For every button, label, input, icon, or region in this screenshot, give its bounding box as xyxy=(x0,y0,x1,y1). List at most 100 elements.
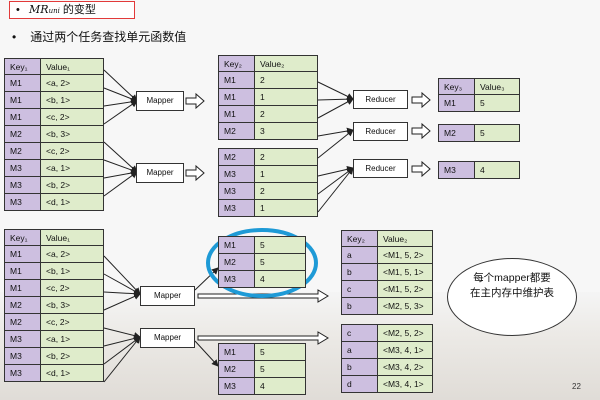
table-row: M3<a, 1> xyxy=(4,330,104,348)
header-key: Key₂ xyxy=(218,55,255,72)
note-line-2: 在主内存中维护表 xyxy=(470,287,554,299)
key-cell: M1 xyxy=(4,262,41,280)
key-cell: M3 xyxy=(438,161,475,179)
table-row: a<M1, 5, 2> xyxy=(341,246,433,264)
bullet-dot: • xyxy=(12,30,17,44)
slide-title-box: • MRuni 的变型 xyxy=(9,1,135,19)
key-cell: M1 xyxy=(218,105,255,123)
value-cell: <d, 1> xyxy=(40,193,104,211)
value-cell: 1 xyxy=(254,199,318,217)
header-value: Value₁ xyxy=(40,58,104,75)
key-cell: M2 xyxy=(4,142,41,160)
value-cell: <b, 1> xyxy=(40,91,104,109)
key-cell: c xyxy=(341,324,378,342)
value-cell: <c, 2> xyxy=(40,313,104,331)
value-cell: 5 xyxy=(254,253,306,271)
value-cell: <b, 3> xyxy=(40,125,104,143)
key-cell: M2 xyxy=(4,313,41,331)
value-cell: <b, 2> xyxy=(40,347,104,365)
key-cell: M1 xyxy=(4,74,41,92)
table-row: M1<c, 2> xyxy=(4,279,104,297)
key-cell: M1 xyxy=(4,279,41,297)
key-cell: d xyxy=(341,375,378,393)
value-cell: <M3, 4, 1> xyxy=(377,375,433,393)
top-mapper2-box: Mapper xyxy=(136,163,184,183)
table-row: c<M1, 5, 2> xyxy=(341,280,433,298)
key-cell: M3 xyxy=(4,193,41,211)
key-cell: c xyxy=(341,280,378,298)
header-key: Key₁ xyxy=(4,58,41,75)
key-cell: M1 xyxy=(4,91,41,109)
key-cell: M1 xyxy=(4,108,41,126)
key-cell: M1 xyxy=(218,236,255,254)
table-row: M3<a, 1> xyxy=(4,159,104,177)
value-cell: <M3, 4, 2> xyxy=(377,358,433,376)
page-number: 22 xyxy=(572,382,581,391)
key-cell: M2 xyxy=(218,360,255,378)
key-cell: a xyxy=(341,246,378,264)
header-key: Key₁ xyxy=(4,229,41,246)
key-cell: M2 xyxy=(4,296,41,314)
top-mapper1-box: Mapper xyxy=(136,91,184,111)
value-cell: <c, 2> xyxy=(40,108,104,126)
block-arrow-top2 xyxy=(185,164,205,182)
value-cell: 4 xyxy=(254,377,306,395)
value-cell: 1 xyxy=(254,165,318,183)
key-cell: M2 xyxy=(218,253,255,271)
key-cell: b xyxy=(341,263,378,281)
key-cell: M3 xyxy=(218,377,255,395)
table-row: b<M1, 5, 1> xyxy=(341,263,433,281)
value-cell: 1 xyxy=(254,88,318,106)
table-row: M1<b, 1> xyxy=(4,91,104,109)
key-cell: M1 xyxy=(218,343,255,361)
value-cell: <c, 2> xyxy=(40,142,104,160)
header-value: Value₁ xyxy=(40,229,104,246)
value-cell: 4 xyxy=(254,270,306,288)
value-cell: 2 xyxy=(254,71,318,89)
key-cell: M3 xyxy=(4,347,41,365)
value-cell: 3 xyxy=(254,122,318,140)
table-row: M3<d, 1> xyxy=(4,193,104,211)
key-cell: M3 xyxy=(218,165,255,183)
table-row: c<M2, 5, 2> xyxy=(341,324,433,342)
value-cell: <M1, 5, 2> xyxy=(377,280,433,298)
table-row: a<M3, 4, 1> xyxy=(341,341,433,359)
table-row: M1<a, 2> xyxy=(4,245,104,263)
header-key: Key₂ xyxy=(341,230,378,247)
table-row: M3<b, 2> xyxy=(4,347,104,365)
key-cell: M1 xyxy=(438,94,475,112)
block-arrow-top1 xyxy=(185,92,205,110)
table-row: M3<b, 2> xyxy=(4,176,104,194)
table-row: M2<c, 2> xyxy=(4,313,104,331)
reducer1-box: Reducer xyxy=(353,90,408,109)
reducer2-box: Reducer xyxy=(353,122,408,141)
key-cell: M2 xyxy=(4,125,41,143)
header-value: Value₃ xyxy=(474,78,520,95)
value-cell: <b, 1> xyxy=(40,262,104,280)
value-cell: 2 xyxy=(254,105,318,123)
table-row: M3<d, 1> xyxy=(4,364,104,382)
title-text: 的变型 xyxy=(59,4,96,16)
value-cell: <M2, 5, 2> xyxy=(377,324,433,342)
